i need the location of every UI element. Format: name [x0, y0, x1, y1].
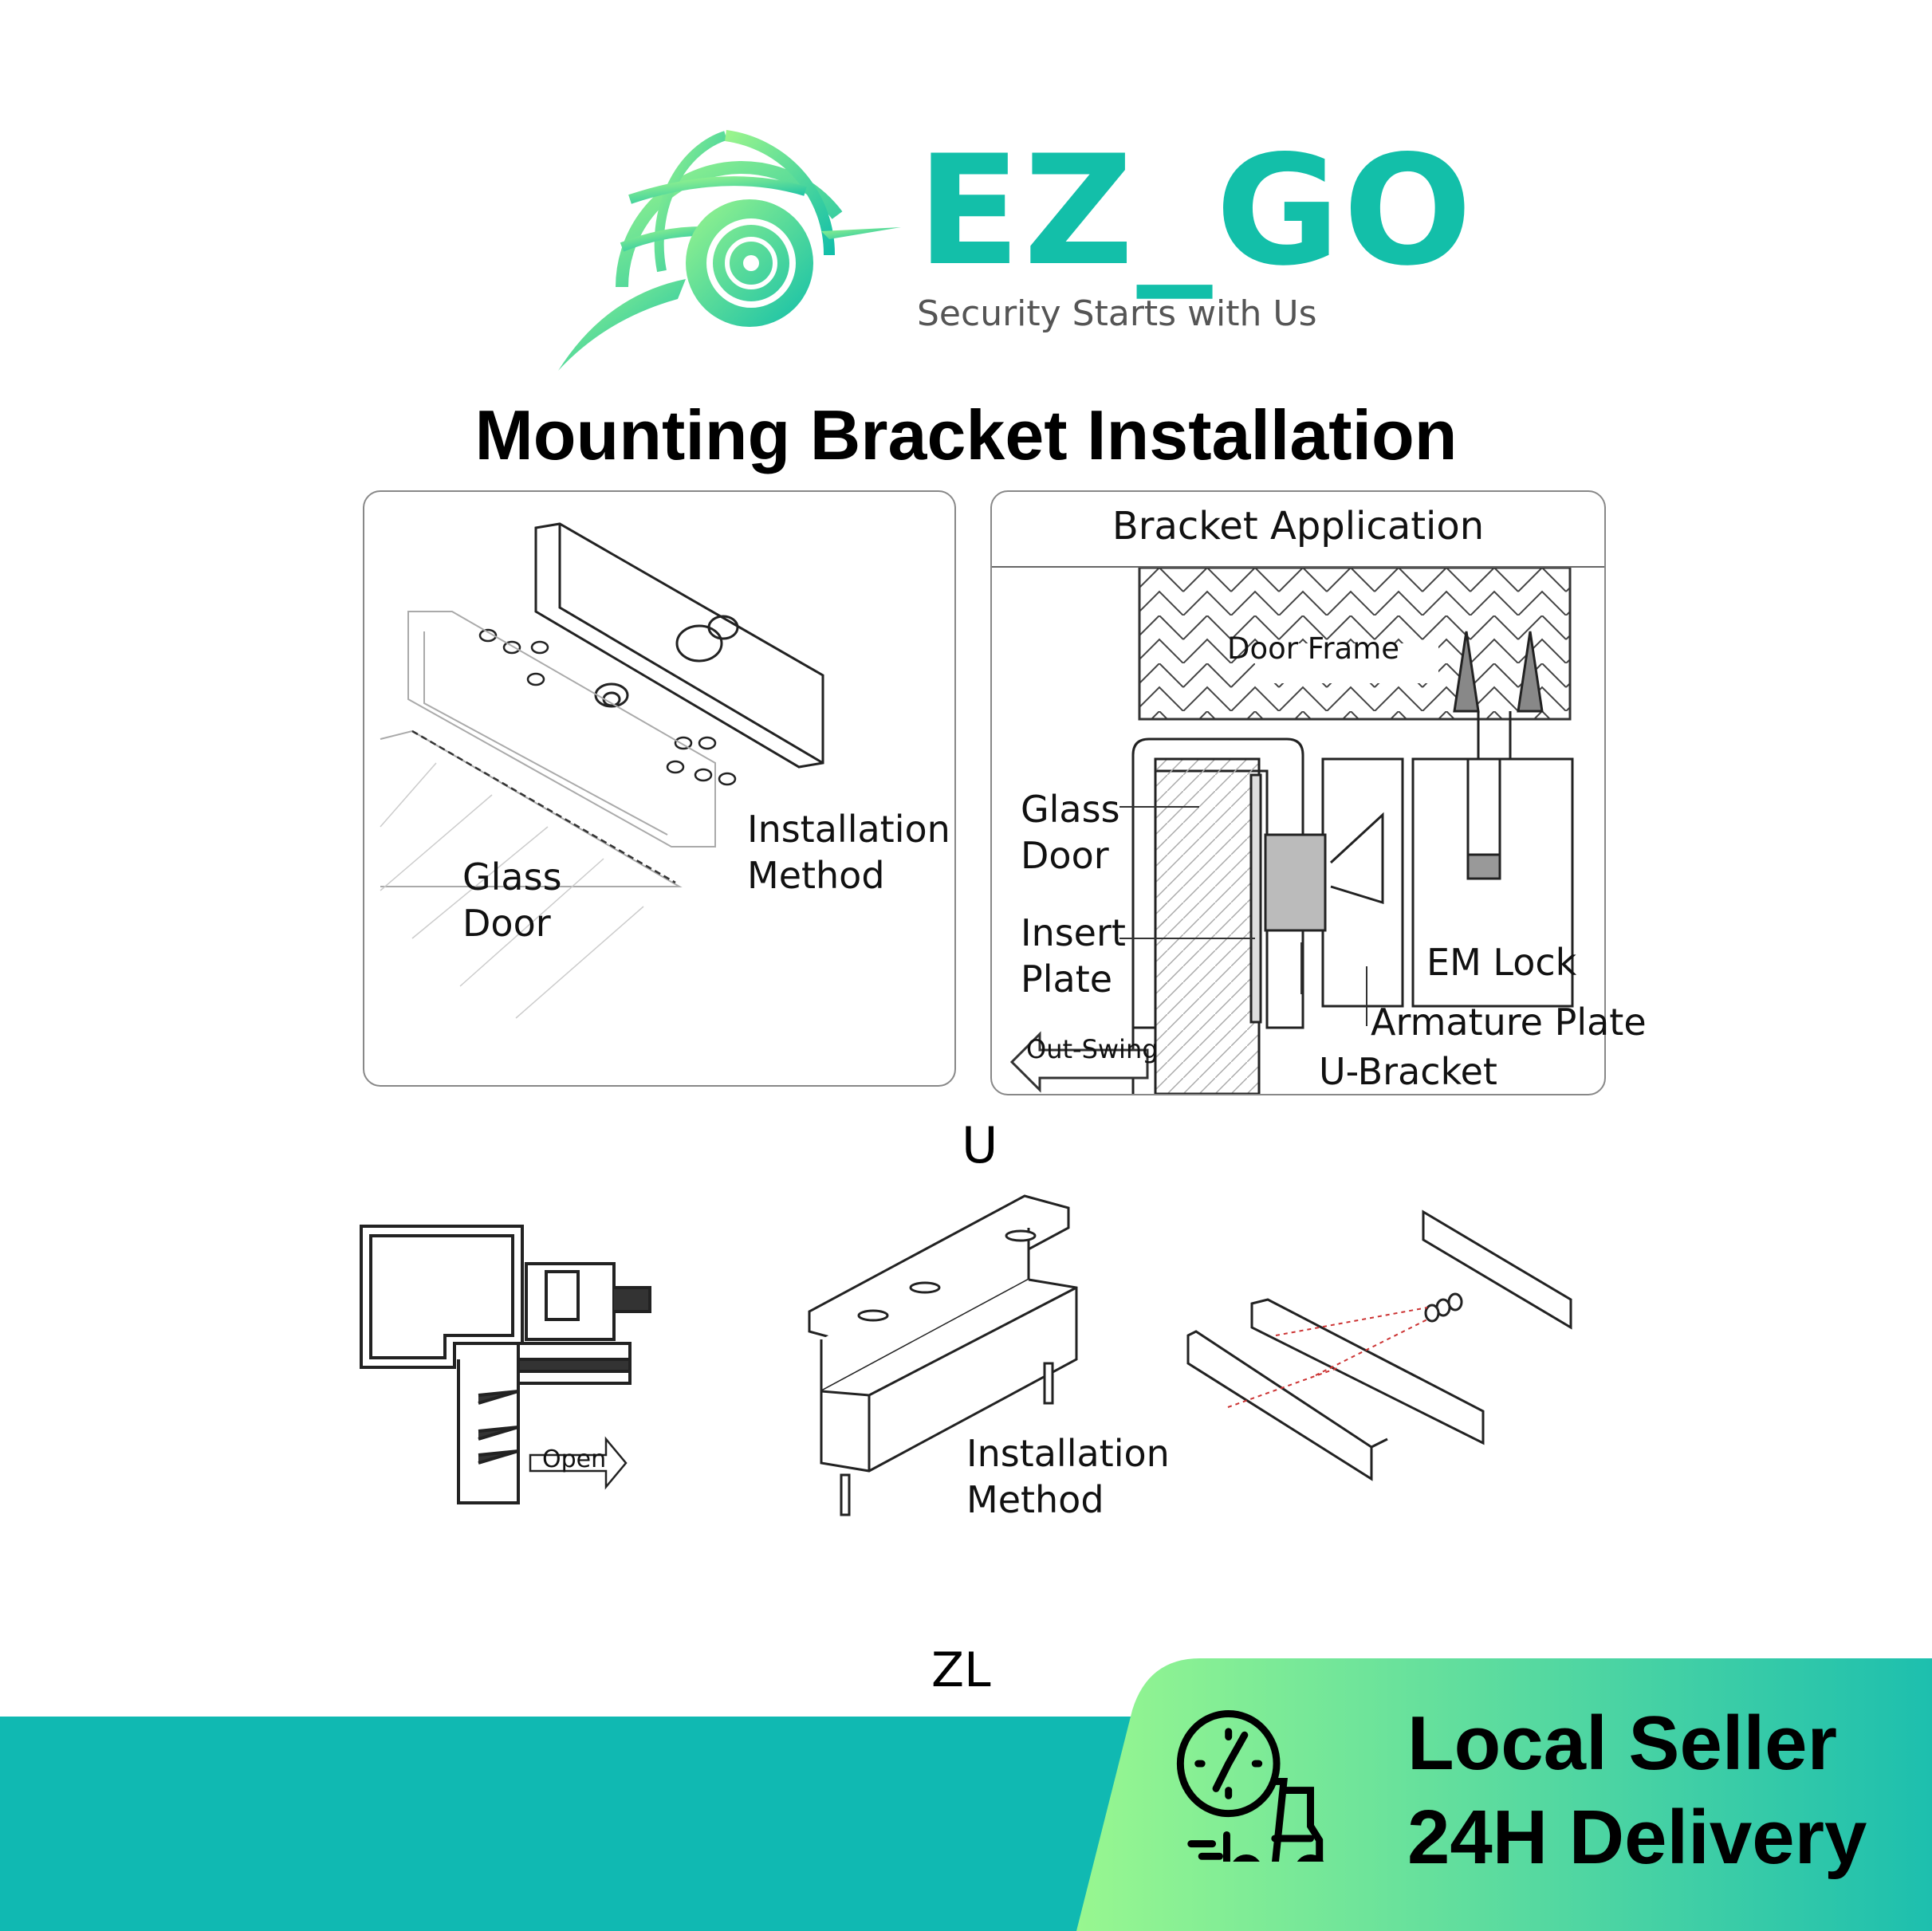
- panel-header: Bracket Application: [1112, 504, 1485, 549]
- glass-door-label: Glass Door: [462, 855, 562, 946]
- local-seller-text: Local Seller: [1407, 1701, 1837, 1786]
- bracket-section-drawing: [1009, 568, 1574, 1094]
- insert-plate-line2: Plate: [1021, 957, 1113, 1001]
- door-frame-label: Door Frame: [1227, 631, 1400, 666]
- em-lock-label: EM Lock: [1426, 941, 1577, 984]
- installation-method-line2: Method: [966, 1477, 1104, 1521]
- glass-door-line1: Glass: [1021, 788, 1120, 831]
- header-divider: [992, 566, 1604, 568]
- delivery-24h-text: 24H Delivery: [1407, 1795, 1867, 1880]
- glass-door-line1: Glass: [462, 855, 562, 899]
- installation-method-line1: Installation: [966, 1432, 1170, 1475]
- u-type-label: U: [962, 1116, 998, 1174]
- brand-tagline: Security Starts with Us: [917, 293, 1317, 334]
- out-swing-label: Out-Swing: [1026, 1034, 1159, 1064]
- installation-method-label-bottom: Installation Method: [966, 1431, 1170, 1523]
- bracket-isometric-drawing: [380, 522, 824, 1019]
- installation-method-line2: Method: [747, 853, 885, 897]
- page-title: Mounting Bracket Installation: [474, 395, 1458, 474]
- installation-method-label: Installation Method: [747, 807, 950, 899]
- bracket-application-panel: Bracket Application: [990, 490, 1647, 1095]
- u-bracket-label: U-Bracket: [1319, 1050, 1497, 1093]
- glass-door-line2: Door: [1021, 833, 1109, 877]
- installation-method-panel: Glass Door Installation Method: [363, 490, 956, 1087]
- installation-method-line1: Installation: [747, 808, 950, 851]
- glass-door-label: Glass Door: [1021, 787, 1120, 879]
- glass-door-line2: Door: [462, 901, 551, 945]
- insert-plate-line1: Insert: [1021, 911, 1126, 954]
- zl-bracket-exploded-drawing: [1186, 1209, 1572, 1481]
- zl-bracket-isometric-drawing: [808, 1194, 1078, 1516]
- open-label: Open: [542, 1445, 607, 1473]
- armature-plate-label: Armature Plate: [1371, 1001, 1647, 1044]
- zl-section-drawing: [360, 1225, 651, 1504]
- globe-camera-icon: [558, 130, 901, 371]
- delivery-truck-clock-icon: [1176, 1710, 1324, 1862]
- brand-name: EZ_GO: [917, 123, 1476, 299]
- insert-plate-label: Insert Plate: [1021, 910, 1126, 1002]
- logo: [542, 120, 917, 375]
- delivery-badge-background: [1076, 1658, 1932, 1931]
- zl-type-label: ZL: [931, 1642, 991, 1698]
